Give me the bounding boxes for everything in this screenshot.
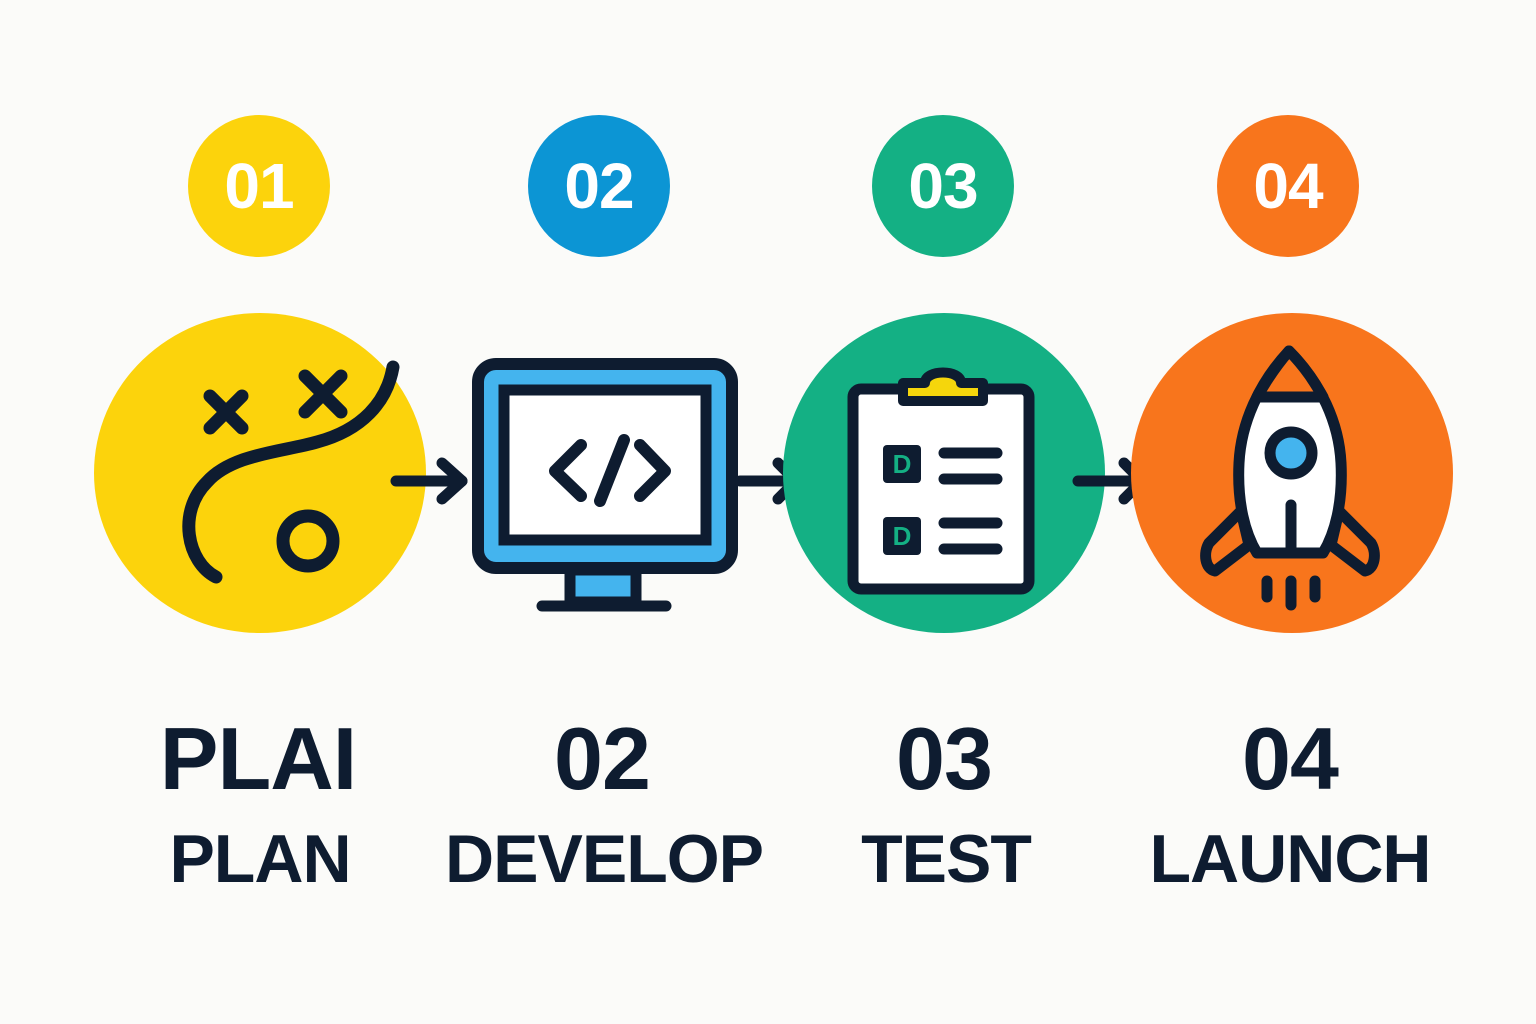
- step-4-label-number: 04: [1242, 709, 1339, 808]
- svg-text:D: D: [893, 449, 912, 479]
- clipboard-checklist-icon: D D: [847, 367, 1035, 595]
- step-3-badge: 03: [872, 115, 1014, 257]
- step-2-badge: 02: [528, 115, 670, 257]
- step-4-label-name: LAUNCH: [1149, 821, 1431, 897]
- step-2-label-name: DEVELOP: [445, 821, 764, 897]
- step-1-label-number: PLAI: [159, 709, 357, 808]
- step-1-circle: [94, 313, 426, 633]
- step-4-badge: 04: [1217, 115, 1359, 257]
- strategy-play-icon: [182, 360, 400, 584]
- step-3-label-name: TEST: [861, 821, 1032, 897]
- step-1-label-name: PLAN: [169, 821, 351, 897]
- rocket-icon: [1200, 345, 1380, 611]
- monitor-code-icon: [472, 358, 738, 612]
- step-3-label-number: 03: [896, 709, 993, 808]
- step-2-label-number: 02: [554, 709, 651, 808]
- step-1-badge: 01: [188, 115, 330, 257]
- svg-text:D: D: [893, 521, 912, 551]
- flow-arrow-1: [390, 457, 468, 505]
